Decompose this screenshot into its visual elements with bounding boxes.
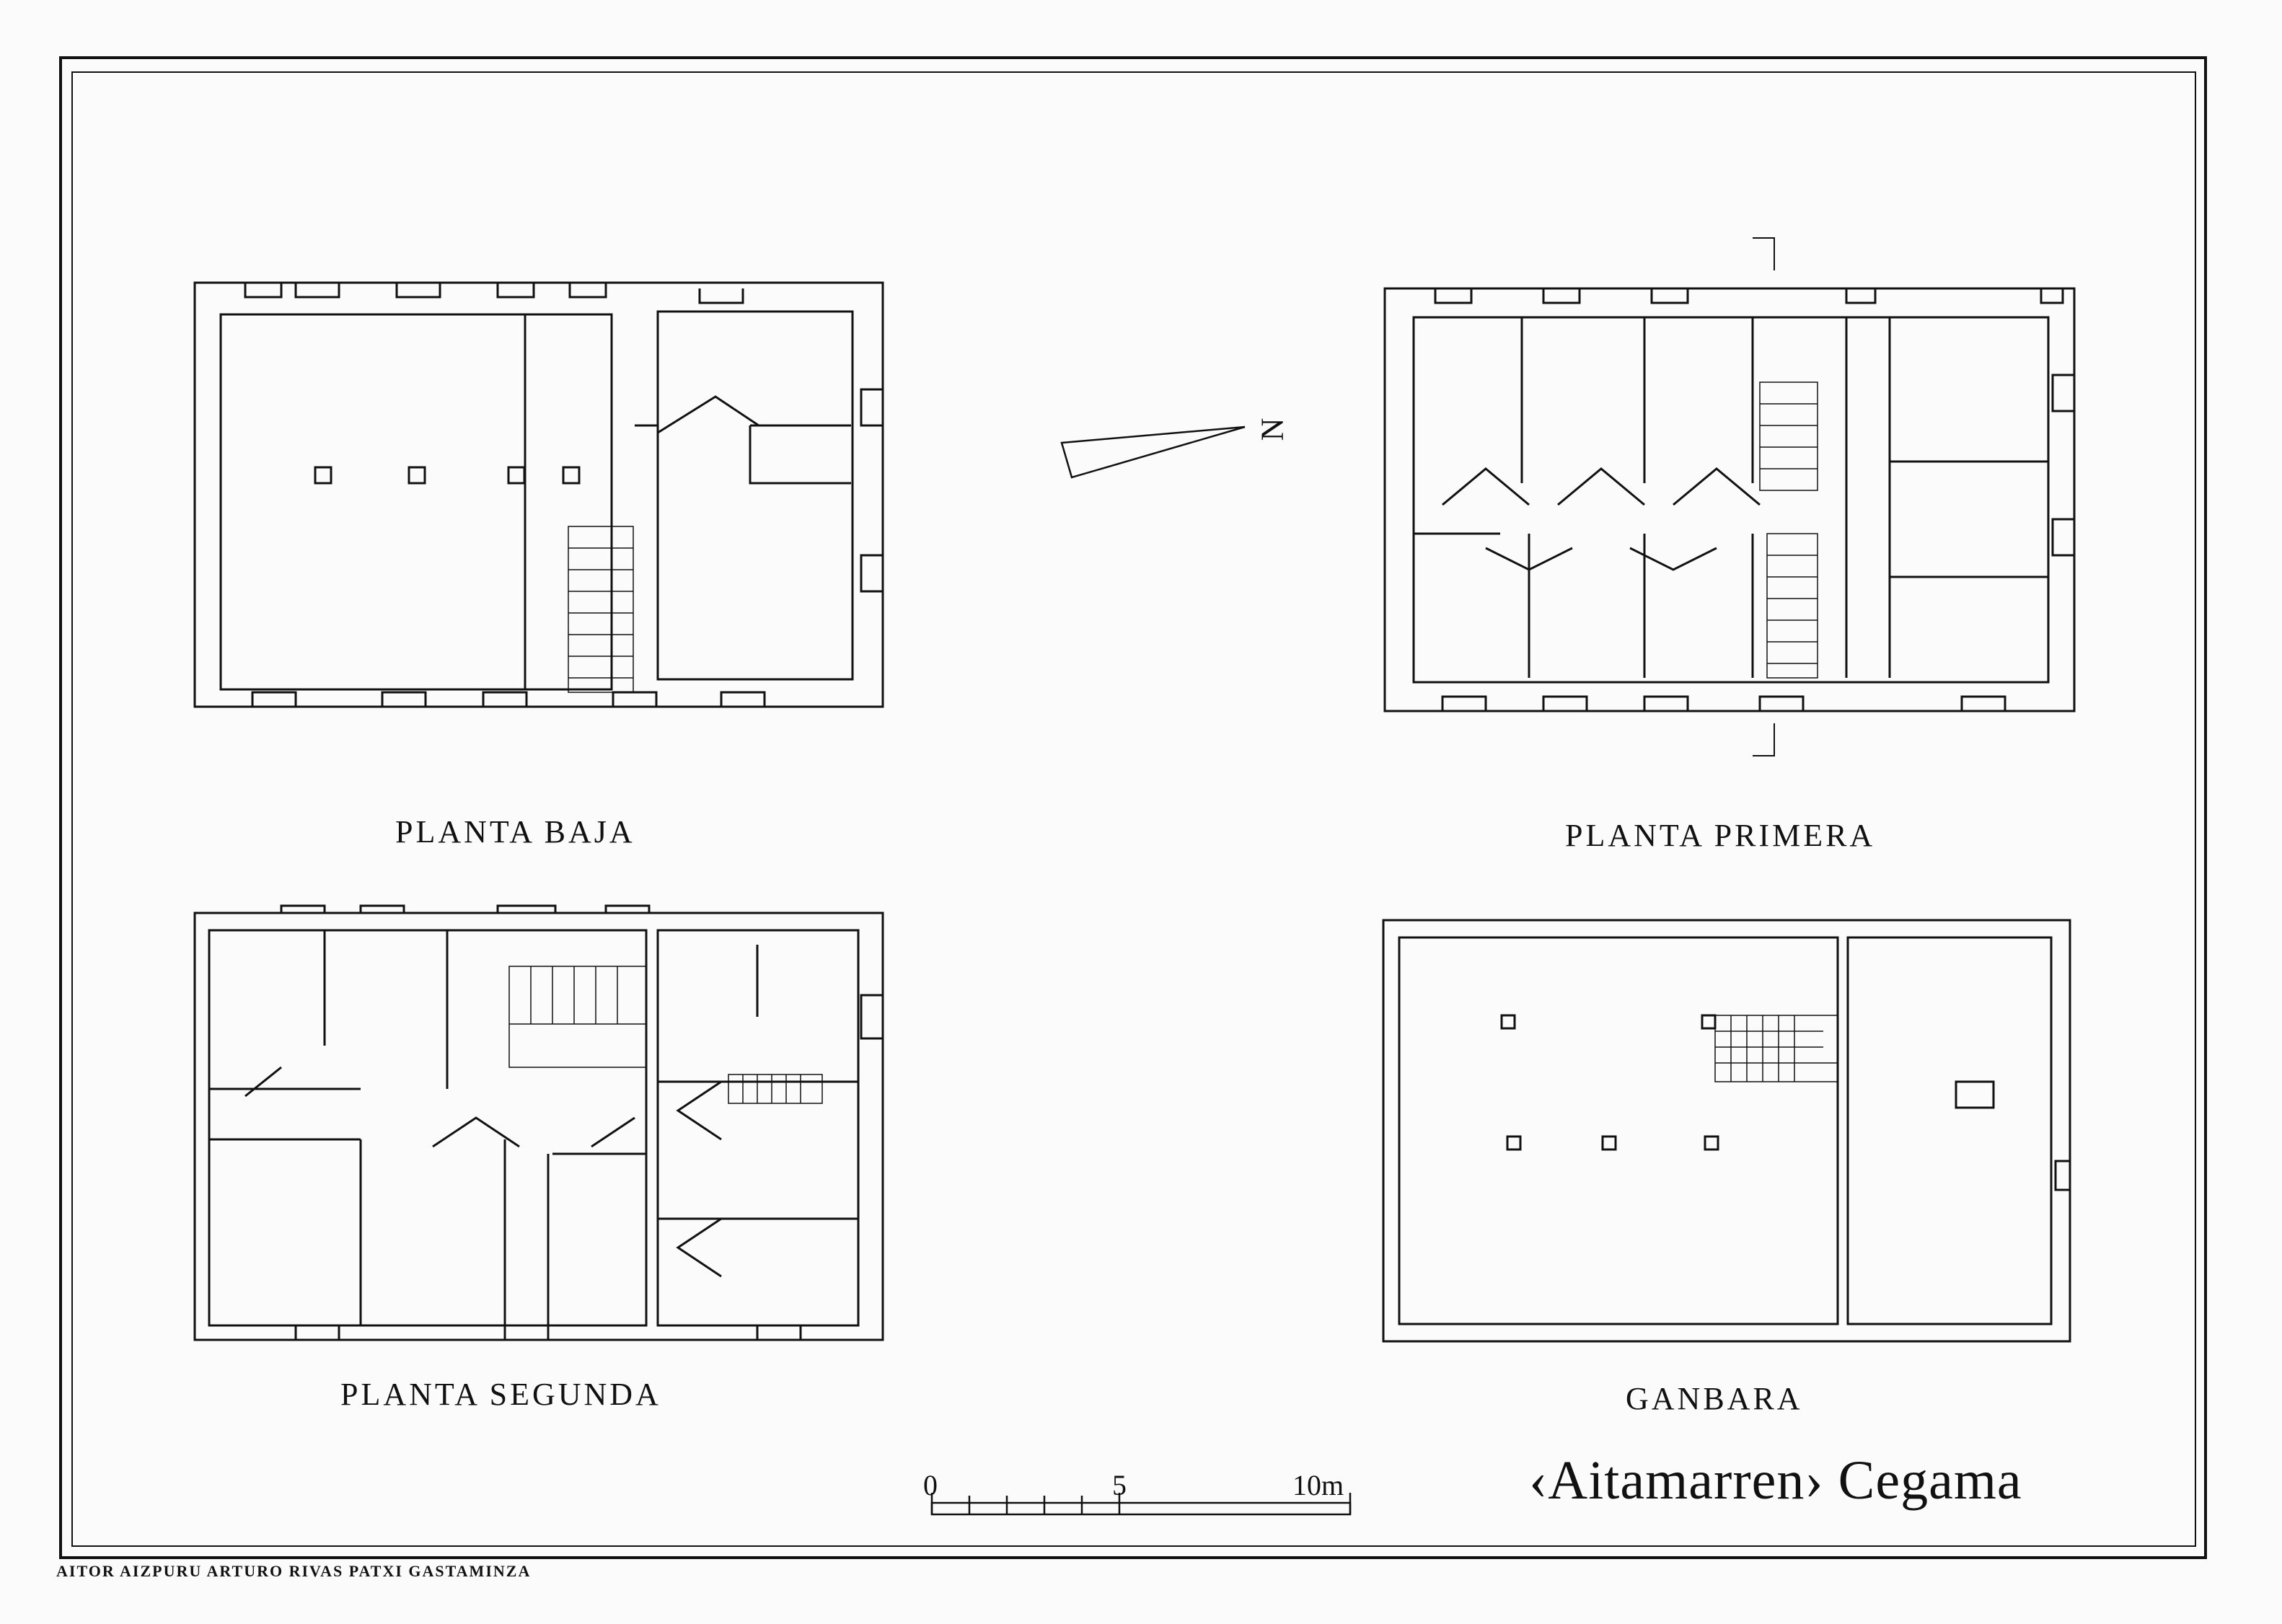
scale-label-ten: 10m — [1292, 1469, 1344, 1501]
outer-border — [59, 56, 2207, 1559]
plan-planta-baja — [193, 281, 884, 708]
north-arrow-icon — [1060, 425, 1246, 479]
plan-title-segunda: PLANTA SEGUNDA — [340, 1377, 661, 1412]
north-label: N — [1254, 418, 1290, 441]
sheet-title: ‹Aitamarren› Cegama — [1529, 1450, 2022, 1511]
plan-title-ganbara: GANBARA — [1626, 1381, 1803, 1416]
scale-label-zero: 0 — [923, 1469, 938, 1501]
plan-planta-segunda — [193, 904, 884, 1341]
scale-bar — [930, 1493, 1352, 1516]
scale-label-five: 5 — [1112, 1469, 1127, 1501]
plan-ganbara — [1382, 919, 2071, 1343]
authors-credit: AITOR AIZPURU ARTURO RIVAS PATXI GASTAMI… — [56, 1562, 532, 1580]
plan-title-primera: PLANTA PRIMERA — [1565, 818, 1876, 853]
inner-border — [71, 71, 2196, 1547]
plan-title-baja: PLANTA BAJA — [395, 814, 635, 849]
plan-planta-primera — [1383, 237, 2076, 756]
